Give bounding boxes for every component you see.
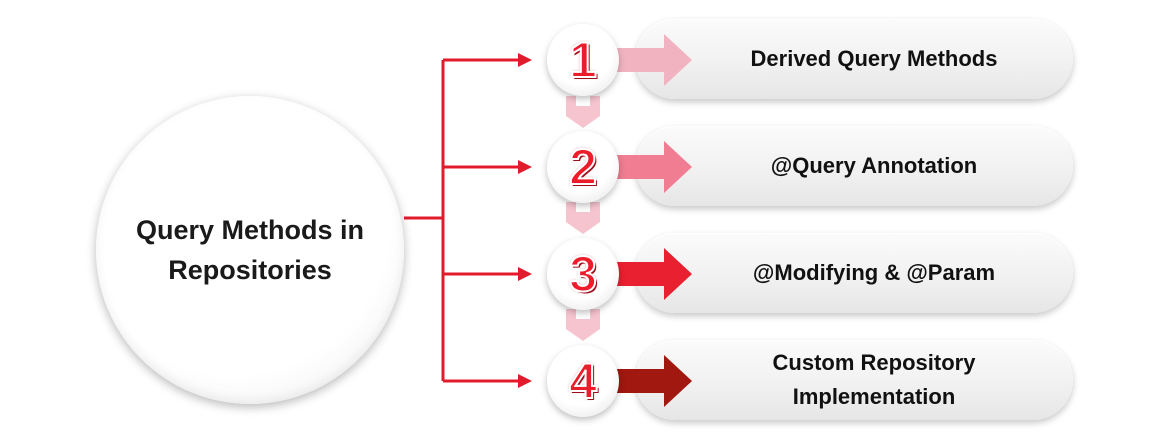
down-arrow-3 [566,309,600,341]
arrowhead-1 [518,53,532,67]
step-1-number-circle: 1 [547,24,619,96]
down-arrow-2 [566,202,600,234]
step-4-label: Custom Repository Implementation [772,350,976,409]
step-4-number: 4 [568,353,598,409]
step-3-number: 3 [568,246,598,302]
step-2-number-circle: 2 [547,131,619,203]
arrowhead-2 [518,160,532,174]
main-topic-circle: Query Methods in Repositories [96,96,404,404]
step-1-arrow [612,34,692,86]
step-4-arrow [612,355,692,407]
step-2-label: @Query Annotation [770,153,978,178]
step-2-number: 2 [568,139,598,195]
step-4-pill: Custom Repository Implementation [635,340,1073,420]
step-2-arrow-shape [612,141,692,193]
main-topic-title: Query Methods in Repositories [135,215,365,285]
step-2-arrow [612,141,692,193]
down-arrows [566,96,600,341]
step-3-pill: @Modifying & @Param [635,233,1073,313]
step-1-number: 1 [568,32,598,88]
step-3-arrow [612,248,692,300]
step-1-label: Derived Query Methods [750,46,998,71]
step-4-arrow-shape [612,355,692,407]
bracket-connector [404,58,520,383]
step-1-pill: Derived Query Methods [635,19,1073,99]
step-3-number-circle: 3 [547,238,619,310]
arrowhead-3 [518,267,532,281]
step-3-label: @Modifying & @Param [752,260,996,285]
step-1-arrow-shape [612,34,692,86]
arrowhead-4 [518,374,532,388]
branch-arrowheads [518,53,532,388]
step-3-arrow-shape [612,248,692,300]
step-4-number-circle: 4 [547,345,619,417]
down-arrow-1 [566,96,600,128]
step-2-pill: @Query Annotation [635,126,1073,206]
